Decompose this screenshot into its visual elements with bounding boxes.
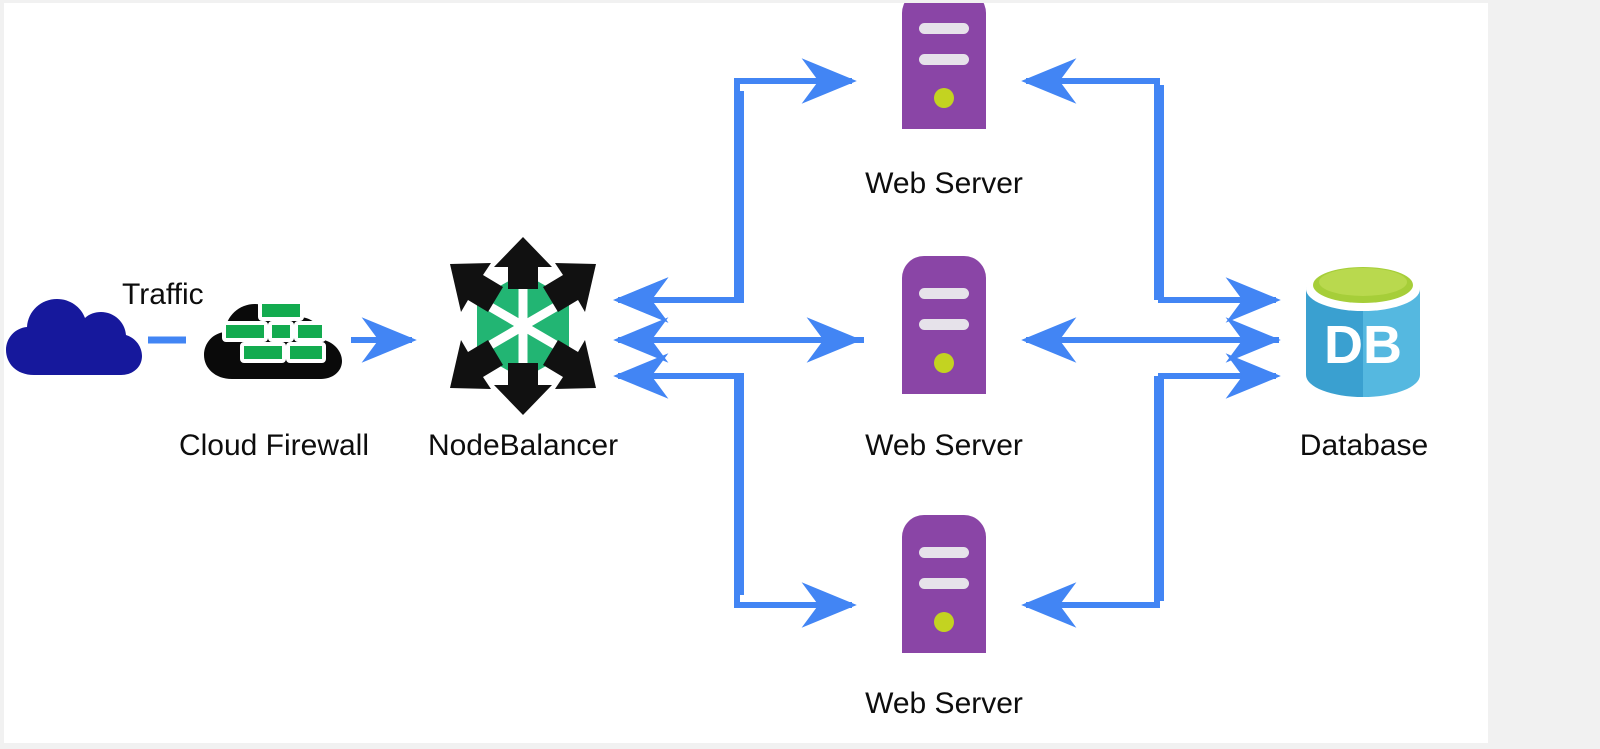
web-server-middle-label: Web Server [865,429,1023,462]
cloud-icon [6,299,142,375]
wire-server-top-to-nb-visible [613,91,744,323]
wire-server-bottom-to-nb [613,353,744,595]
wire-server-top-to-nb [613,277,669,323]
traffic-cloud-node[interactable] [4,283,144,383]
cloud-firewall-node[interactable] [200,285,348,385]
web-server-bottom-label: Web Server [865,687,1023,720]
nodebalancer-label: NodeBalancer [427,429,619,462]
nodebalancer-hexagon-icon [450,237,596,415]
database-node[interactable]: DB [1304,265,1422,397]
server-tower-icon [902,256,986,394]
wire-nb-to-server-bottom [734,376,857,628]
web-server-middle-node[interactable] [902,256,986,394]
nodebalancer-node[interactable] [428,231,618,421]
diagram-canvas: Traffic Cloud Firewall [4,3,1488,743]
web-server-top-label: Web Server [865,167,1023,200]
wire-db-to-server-bottom [1021,376,1160,628]
cloud-firewall-icon [204,300,342,379]
database-db-text: DB [1324,315,1402,375]
wire-server-top-to-db [1158,85,1281,323]
traffic-label: Traffic [122,278,204,311]
cloud-firewall-label: Cloud Firewall [178,429,370,462]
database-label: Database [1299,429,1429,462]
server-tower-icon [902,515,986,653]
server-tower-icon [902,3,986,129]
wire-server-bottom-to-db [1158,353,1281,601]
web-server-bottom-node[interactable] [902,515,986,653]
database-cylinder-icon: DB [1306,267,1420,397]
web-server-top-node[interactable] [902,3,986,129]
